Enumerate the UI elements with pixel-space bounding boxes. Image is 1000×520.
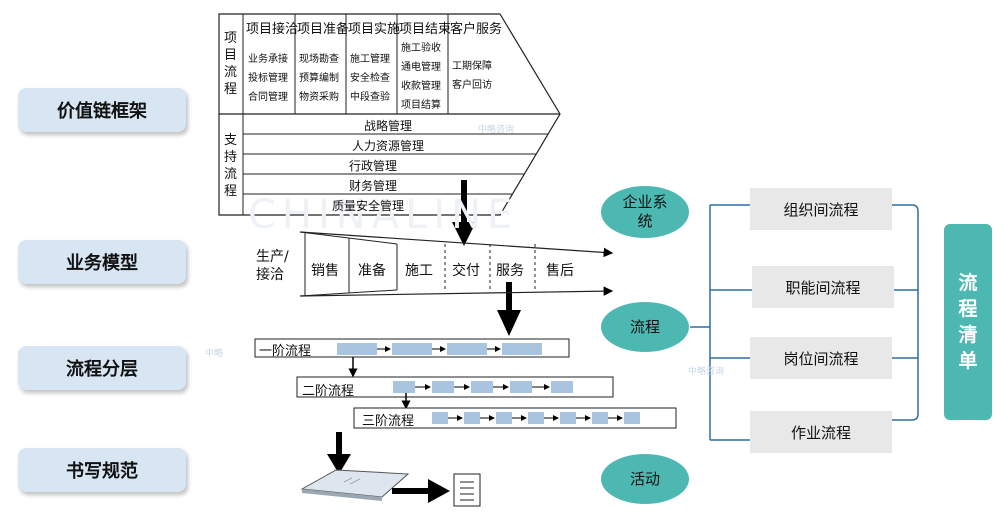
business-start-label: 生产/接洽: [256, 249, 289, 283]
stage-item: 项目结算: [401, 100, 441, 111]
value-chain-outline: [218, 13, 561, 216]
level-1-process: [254, 338, 570, 378]
support-process-label: 支持流程: [224, 133, 238, 199]
stage-item: 业务承接: [248, 54, 288, 65]
stage-item: 预算编制: [299, 73, 339, 84]
business-stage: 售后: [546, 263, 574, 279]
stage-item: 现场勘查: [299, 54, 339, 65]
watermark: CHINALINE: [248, 192, 519, 238]
stage-head: 项目实施: [348, 22, 401, 37]
process-list-box: 流程清单: [944, 224, 992, 420]
process-type-box: 岗位间流程: [750, 337, 892, 379]
level-label: 一阶流程: [259, 344, 312, 359]
stage-item: 投标管理: [248, 73, 288, 84]
watermark: 中略咨询: [688, 367, 725, 377]
level-3-process: [353, 407, 677, 429]
stage-head: 客户服务: [450, 22, 503, 37]
stage-head: 项目接洽: [246, 22, 299, 37]
activity-node: 活动: [601, 454, 689, 504]
down-arrow-icon: [452, 180, 476, 246]
support-row: 人力资源管理: [351, 139, 424, 153]
stage-head: 项目准备: [297, 22, 350, 37]
watermark: 中略咨询: [478, 125, 515, 135]
support-row: 战略管理: [363, 119, 412, 133]
stage-item: 合同管理: [248, 92, 288, 103]
label-value-chain: 价值链框架: [18, 88, 186, 132]
stage-item: 客户回访: [452, 80, 492, 91]
down-arrow-icon: [497, 282, 521, 336]
level-2-process: [296, 376, 614, 410]
label-business-model: 业务模型: [18, 240, 186, 284]
level-label: 三阶流程: [362, 414, 415, 429]
stage-item: 施工验收: [401, 43, 441, 54]
business-stage: 准备: [358, 263, 386, 279]
stage-item: 收款管理: [401, 81, 441, 92]
process-type-box: 职能间流程: [752, 266, 894, 308]
business-stage: 销售: [311, 263, 339, 279]
support-row: 财务管理: [348, 179, 397, 193]
stage-head: 项目结束: [399, 22, 452, 37]
business-stage: 交付: [452, 263, 480, 279]
process-type-box: 组织间流程: [750, 188, 892, 230]
support-row: 质量安全管理: [331, 199, 404, 213]
down-arrow-icon: [327, 432, 351, 474]
watermark: 中略: [205, 349, 224, 359]
stage-item: 物资采购: [299, 92, 339, 103]
business-model-flow: [299, 231, 614, 297]
primary-process-label: 项目流程: [224, 31, 238, 97]
process-bracket: [690, 204, 919, 441]
stage-item: 施工管理: [350, 54, 390, 65]
enterprise-system-node: 企业系统: [601, 186, 689, 238]
label-process-layering: 流程分层: [18, 346, 186, 390]
right-arrow-icon: [392, 479, 450, 503]
process-node: 流程: [601, 302, 689, 352]
label-writing-spec: 书写规范: [18, 448, 186, 492]
writing-pad-icon: [300, 469, 410, 501]
stage-item: 通电管理: [401, 62, 441, 73]
stage-item: 安全检查: [350, 73, 390, 84]
support-row: 行政管理: [348, 159, 397, 173]
business-stage: 服务: [496, 263, 524, 279]
business-stage: 施工: [405, 263, 433, 279]
process-type-box: 作业流程: [750, 411, 892, 453]
stage-item: 工期保障: [452, 61, 492, 72]
document-icon: [453, 473, 481, 507]
stage-item: 中段查验: [350, 92, 390, 103]
level-label: 二阶流程: [302, 384, 355, 399]
